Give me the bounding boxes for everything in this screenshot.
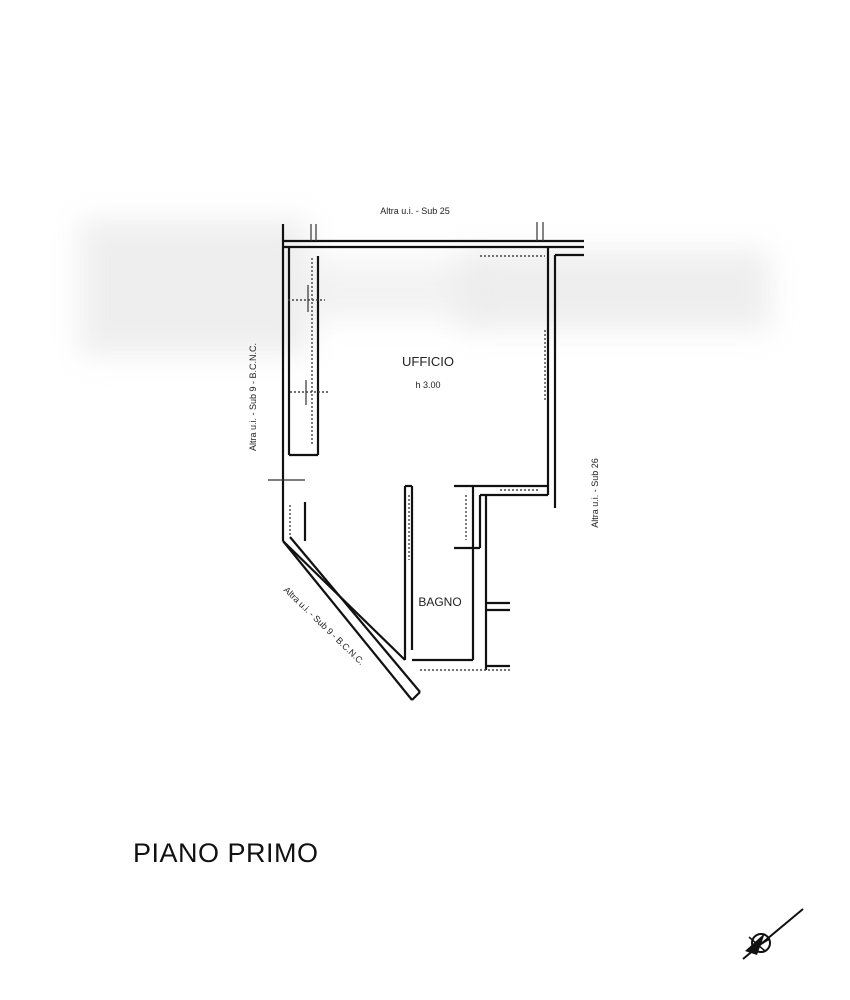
floor-title: PIANO PRIMO [133, 838, 319, 868]
scan-smudge-left [80, 220, 310, 355]
boundary-label-top: Altra u.i. - Sub 25 [380, 206, 450, 216]
office-height-label: h 3.00 [415, 380, 440, 390]
office-bottom-walls [454, 484, 548, 670]
bathroom-label: BAGNO [418, 595, 461, 609]
right-wall [480, 247, 584, 508]
top-wall [283, 222, 584, 249]
north-arrow-icon [742, 908, 804, 960]
scan-smudge-right [460, 250, 770, 330]
left-wall [268, 224, 328, 541]
scan-smudge-center [300, 260, 480, 320]
boundary-label-right: Altra u.i. - Sub 26 [590, 458, 600, 528]
diagonal-wall [282, 536, 421, 701]
bathroom-walls [403, 484, 510, 671]
boundary-label-diagonal: Altra u.i. - Sub 9 - B.C.N.C. [282, 585, 367, 667]
office-label: UFFICIO [402, 354, 454, 369]
boundary-label-left: Altra u.i. - Sub 9 - B.C.N.C. [248, 343, 258, 451]
